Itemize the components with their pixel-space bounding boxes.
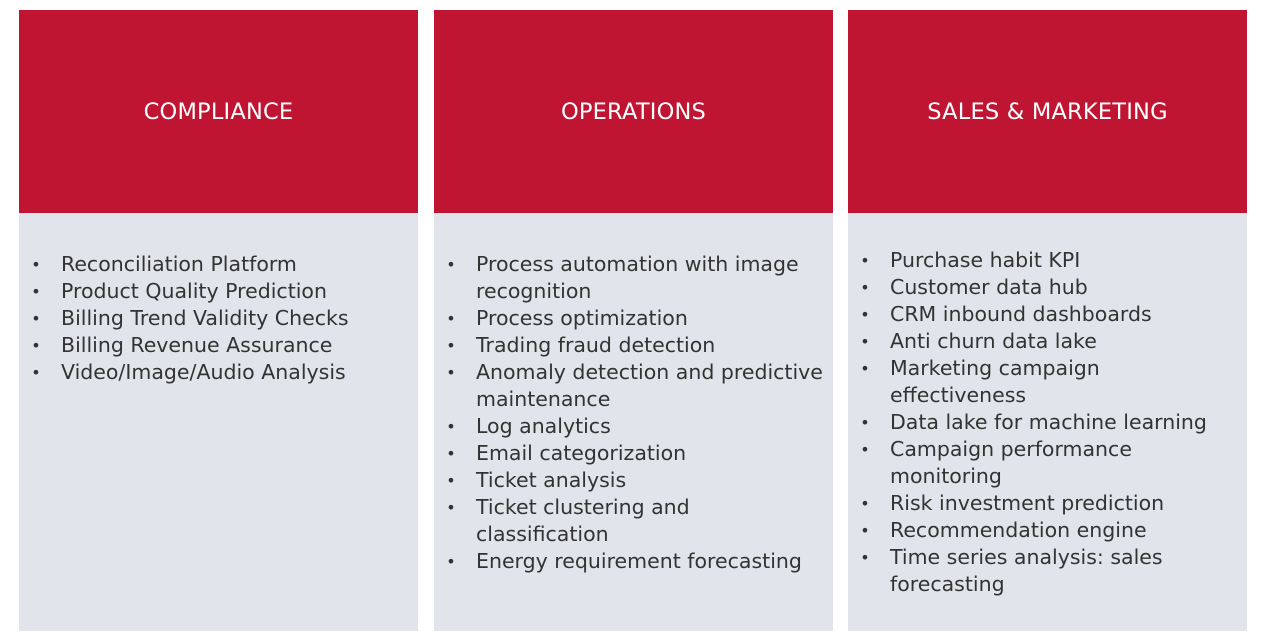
list-item: •Log analytics bbox=[446, 414, 611, 438]
bullet-dot-icon: • bbox=[860, 440, 870, 459]
list-item: •Ticket clustering and classification bbox=[446, 495, 690, 546]
list-item: •Energy requirement forecasting bbox=[446, 549, 802, 573]
bullet-list: •Reconciliation Platform •Product Qualit… bbox=[19, 251, 418, 386]
list-item: •Customer data hub bbox=[860, 275, 1088, 299]
bullet-dot-icon: • bbox=[860, 548, 870, 567]
bullet-dot-icon: • bbox=[31, 336, 41, 355]
bullet-list: •Process automation with image recogniti… bbox=[434, 251, 833, 575]
bullet-dot-icon: • bbox=[860, 413, 870, 432]
list-item: •Data lake for machine learning bbox=[860, 410, 1207, 434]
list-item: •Purchase habit KPI bbox=[860, 248, 1081, 272]
bullet-dot-icon: • bbox=[860, 278, 870, 297]
list-item: •Trading fraud detection bbox=[446, 333, 716, 357]
bullet-dot-icon: • bbox=[446, 309, 456, 328]
bullet-dot-icon: • bbox=[31, 255, 41, 274]
bullet-dot-icon: • bbox=[446, 471, 456, 490]
list-item: •Ticket analysis bbox=[446, 468, 627, 492]
bullet-dot-icon: • bbox=[860, 305, 870, 324]
column-header: OPERATIONS bbox=[434, 10, 833, 213]
list-item: •Anomaly detection and predictive mainte… bbox=[446, 360, 823, 411]
bullet-dot-icon: • bbox=[446, 417, 456, 436]
column-header: COMPLIANCE bbox=[19, 10, 418, 213]
bullet-dot-icon: • bbox=[860, 332, 870, 351]
column-body: •Reconciliation Platform •Product Qualit… bbox=[19, 213, 418, 631]
list-item: •Recommendation engine bbox=[860, 518, 1147, 542]
list-item: •Marketing campaign effectiveness bbox=[860, 356, 1100, 407]
bullet-dot-icon: • bbox=[31, 363, 41, 382]
bullet-dot-icon: • bbox=[446, 363, 456, 382]
column-operations: OPERATIONS •Process automation with imag… bbox=[434, 10, 833, 631]
bullet-dot-icon: • bbox=[446, 444, 456, 463]
bullet-dot-icon: • bbox=[31, 309, 41, 328]
list-item: •Billing Revenue Assurance bbox=[31, 333, 333, 357]
list-item: •Reconciliation Platform bbox=[31, 252, 297, 276]
list-item: •Anti churn data lake bbox=[860, 329, 1097, 353]
bullet-dot-icon: • bbox=[860, 494, 870, 513]
column-body: •Process automation with image recogniti… bbox=[434, 213, 833, 631]
bullet-dot-icon: • bbox=[31, 282, 41, 301]
list-item: •Process optimization bbox=[446, 306, 688, 330]
bullet-dot-icon: • bbox=[446, 498, 456, 517]
bullet-dot-icon: • bbox=[446, 336, 456, 355]
bullet-dot-icon: • bbox=[860, 251, 870, 270]
column-title: OPERATIONS bbox=[560, 98, 707, 125]
column-body: •Purchase habit KPI •Customer data hub •… bbox=[848, 213, 1247, 631]
bullet-dot-icon: • bbox=[860, 359, 870, 378]
bullet-dot-icon: • bbox=[446, 255, 456, 274]
list-item: •Product Quality Prediction bbox=[31, 279, 327, 303]
list-item: •CRM inbound dashboards bbox=[860, 302, 1152, 326]
column-sales-marketing: SALES & MARKETING •Purchase habit KPI •C… bbox=[848, 10, 1247, 631]
column-title: COMPLIANCE bbox=[143, 98, 294, 125]
list-item: •Billing Trend Validity Checks bbox=[31, 306, 349, 330]
list-item: •Video/Image/Audio Analysis bbox=[31, 360, 346, 384]
column-header: SALES & MARKETING bbox=[848, 10, 1247, 213]
column-title: SALES & MARKETING bbox=[927, 98, 1168, 125]
bullet-dot-icon: • bbox=[860, 521, 870, 540]
bullet-list: •Purchase habit KPI •Customer data hub •… bbox=[848, 247, 1247, 598]
list-item: •Time series analysis: sales forecasting bbox=[860, 545, 1163, 596]
bullet-dot-icon: • bbox=[446, 552, 456, 571]
list-item: •Process automation with image recogniti… bbox=[446, 252, 799, 303]
column-compliance: COMPLIANCE •Reconciliation Platform •Pro… bbox=[19, 10, 418, 631]
list-item: •Risk investment prediction bbox=[860, 491, 1165, 515]
list-item: •Campaign performance monitoring bbox=[860, 437, 1132, 488]
list-item: •Email categorization bbox=[446, 441, 687, 465]
